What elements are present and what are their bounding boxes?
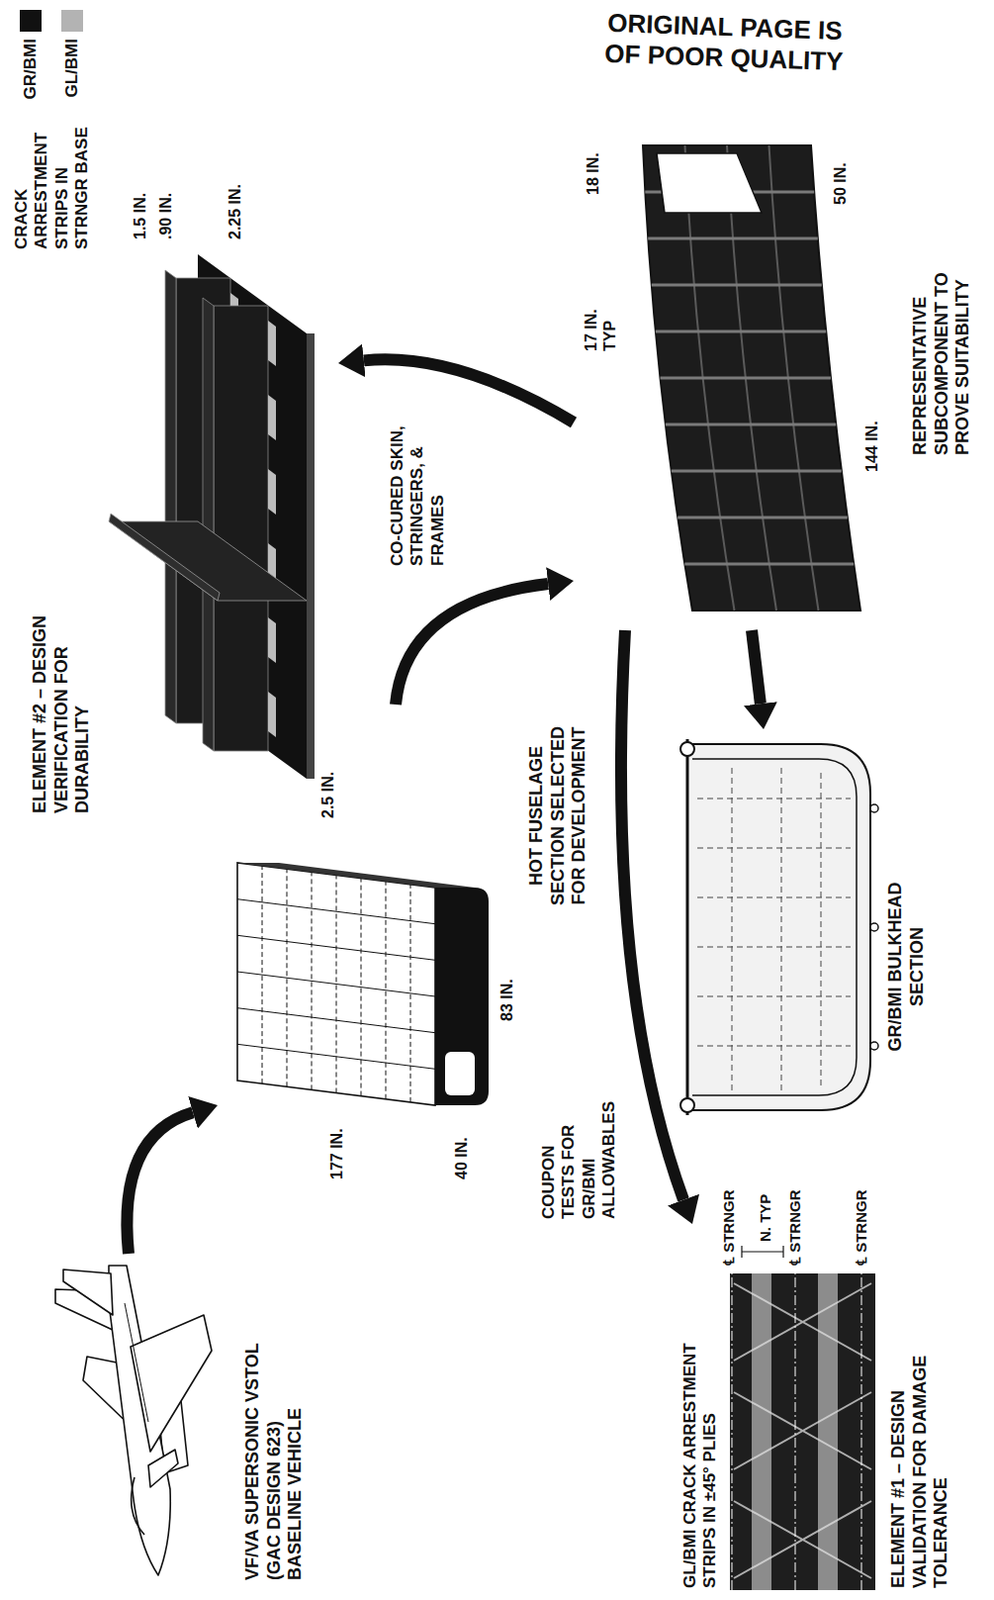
centerline-label: ℄ STRNGR: [720, 1154, 738, 1266]
legend-text: GR/BMI: [20, 38, 41, 116]
dimension-label: 18 IN.: [583, 135, 603, 195]
dimension-label: 177 IN.: [327, 1113, 347, 1179]
test-panel-photo: [729, 1245, 876, 1590]
dimension-label: 2.25 IN.: [225, 160, 245, 240]
dimension-label: N. TYP: [756, 1172, 775, 1242]
flow-arrow: [363, 359, 574, 423]
dimension-label: 1.5 IN.: [130, 170, 150, 240]
caption-text: VF/VA SUPERSONIC VSTOL (GAC DESIGN 623) …: [242, 1330, 307, 1580]
dimension-label: 50 IN.: [830, 145, 850, 205]
dimension-label: 40 IN.: [451, 1119, 471, 1179]
centerline-label: ℄ STRNGR: [852, 1154, 871, 1266]
dimension-label: 144 IN.: [862, 402, 882, 472]
flow-arrow: [621, 630, 684, 1200]
callout-note: CO-CURED SKIN, STRINGERS, & FRAMES: [387, 392, 449, 566]
figure-group: VF/VA SUPERSONIC VSTOL (GAC DESIGN 623) …: [49, 1253, 337, 1590]
legend-text: GL/BMI: [62, 38, 83, 116]
legend-swatch: [19, 9, 42, 32]
fuselage-section-drawing: [237, 862, 489, 1105]
legend-swatch: [61, 9, 84, 32]
dimension-label: 17 IN. TYP: [581, 295, 620, 352]
caption-text: ELEMENT #1 – DESIGN VALIDATION FOR DAMAG…: [888, 1305, 953, 1588]
dimension-label: 2.5 IN.: [318, 748, 338, 818]
centerline-label: ℄ STRNGR: [786, 1154, 805, 1266]
flow-arrow: [395, 583, 548, 705]
callout-note: CRACK ARRESTMENT STRIPS IN STRNGR BASE: [11, 118, 93, 250]
figure-group: REPRESENTATIVE SUBCOMPONENT TO PROVE SUI…: [573, 125, 985, 631]
subcomponent-drawing: [642, 145, 861, 611]
quality-stamp: ORIGINAL PAGE IS OF POOR QUALITY: [592, 6, 857, 79]
caption-text: GR/BMI BULKHEAD SECTION: [885, 847, 928, 1085]
stiffened-panel-drawing: [108, 254, 315, 779]
aircraft-drawing: [55, 1265, 212, 1575]
figure-group: ELEMENT #2 – DESIGN VERIFICATION FOR DUR…: [19, 194, 339, 828]
flow-arrow: [751, 630, 761, 704]
callout-note: COUPON TESTS FOR GR/BMI ALLOWABLES: [539, 1091, 621, 1219]
dimension-label: .90 IN.: [156, 170, 176, 240]
figure-group: GR/BMI BULKHEAD SECTION: [652, 728, 955, 1175]
caption-text: ELEMENT #2 – DESIGN VERIFICATION FOR DUR…: [29, 575, 94, 814]
caption-text: REPRESENTATIVE SUBCOMPONENT TO PROVE SUI…: [909, 207, 975, 455]
flow-arrow: [126, 1111, 193, 1254]
callout-note: GL/BMI CRACK ARRESTMENT STRIPS IN ±45° P…: [680, 1300, 722, 1588]
caption-text: HOT FUSELAGE SECTION SELECTED FOR DEVELO…: [526, 709, 591, 922]
dimension-label: 83 IN.: [497, 961, 517, 1021]
bulkhead-drawing: [680, 738, 879, 1115]
